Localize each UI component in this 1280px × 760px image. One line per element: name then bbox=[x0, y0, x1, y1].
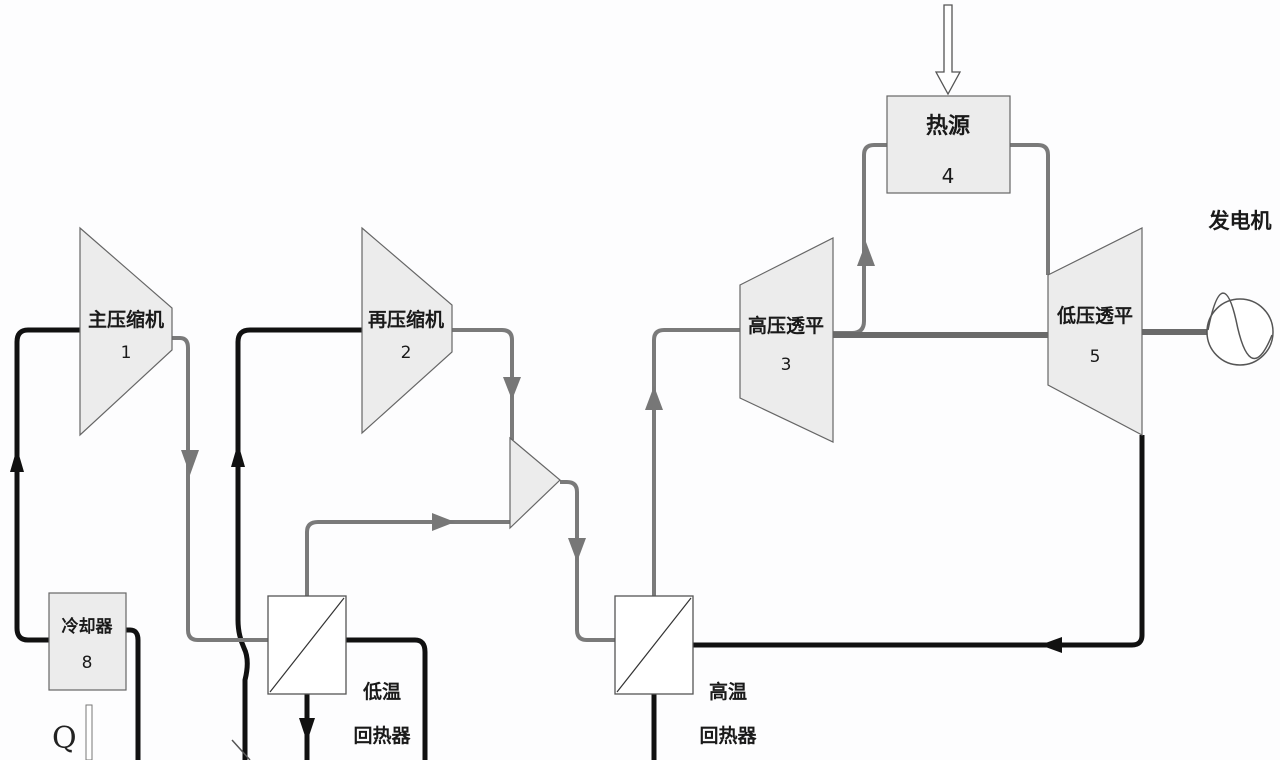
cold-streams bbox=[10, 327, 1145, 760]
ht-recuperator-to-hp-turbine-pipe bbox=[652, 328, 740, 596]
main-compressor-number: 1 bbox=[121, 343, 132, 363]
mixer-to-ht-recuperator-pipe bbox=[560, 480, 615, 642]
recompressor-label: 再压缩机 bbox=[368, 308, 444, 331]
heat-source[interactable]: 热源 4 bbox=[886, 95, 1011, 194]
heat-source-number: 4 bbox=[942, 164, 955, 188]
cooler[interactable]: 冷却器 8 bbox=[48, 592, 127, 691]
flow-arrow-down-icon bbox=[299, 718, 315, 742]
cooler-label: 冷却器 bbox=[62, 616, 114, 637]
hp-turbine-number: 3 bbox=[781, 355, 792, 375]
heat-input-arrow-icon bbox=[934, 4, 962, 96]
ht-recuperator[interactable] bbox=[614, 595, 694, 695]
mixing-junction[interactable] bbox=[509, 436, 561, 530]
heat-rejection-arrow-icon bbox=[85, 704, 93, 760]
lt-recuperator-to-mixer-pipe bbox=[305, 520, 510, 596]
sine-wave-icon bbox=[1207, 292, 1273, 360]
lp-turbine[interactable]: 低压透平 5 bbox=[1047, 227, 1143, 436]
lt-recuperator[interactable] bbox=[267, 595, 347, 695]
heat-rejection-label: Q bbox=[52, 721, 77, 756]
lt-recuperator-hot-outlet-pipe bbox=[346, 637, 428, 760]
recompressor-inlet-pipe bbox=[235, 327, 362, 760]
main-compressor[interactable]: 主压缩机 1 bbox=[79, 226, 173, 437]
recompressor[interactable]: 再压缩机 2 bbox=[361, 226, 453, 435]
heat-source-to-lp-turbine-pipe bbox=[1010, 143, 1050, 275]
flow-arrow-down-icon bbox=[503, 377, 521, 400]
recompressor-outlet-pipe bbox=[452, 328, 514, 440]
ht-recuperator-label-line1: 高温 bbox=[709, 680, 747, 703]
partial-component-edge bbox=[231, 739, 251, 760]
hp-turbine-label: 高压透平 bbox=[748, 314, 824, 337]
lp-turbine-exhaust-pipe bbox=[693, 435, 1145, 648]
generator[interactable] bbox=[1206, 292, 1274, 366]
lt-recuperator-label-line2: 回热器 bbox=[353, 724, 411, 747]
flow-arrow-down-icon bbox=[181, 450, 199, 475]
cooler-inlet-pipe bbox=[126, 627, 141, 760]
flow-arrow-up-icon bbox=[10, 448, 24, 472]
flow-arrow-left-icon bbox=[1040, 637, 1062, 653]
flow-arrow-up-icon bbox=[231, 443, 245, 467]
ht-recuperator-label-line2: 回热器 bbox=[699, 724, 757, 747]
flow-arrow-right-icon bbox=[432, 513, 455, 531]
flow-arrow-up-icon bbox=[857, 242, 875, 266]
lp-turbine-label: 低压透平 bbox=[1056, 304, 1133, 327]
main-compressor-label: 主压缩机 bbox=[88, 308, 164, 331]
lp-turbine-number: 5 bbox=[1090, 347, 1101, 367]
hp-turbine[interactable]: 高压透平 3 bbox=[739, 237, 834, 443]
hot-streams bbox=[172, 143, 1208, 642]
lt-recuperator-label-line1: 低温 bbox=[362, 680, 401, 703]
flow-arrow-down-icon bbox=[568, 538, 586, 562]
generator-label: 发电机 bbox=[1208, 209, 1272, 233]
heat-source-label: 热源 bbox=[926, 113, 970, 139]
recompressor-number: 2 bbox=[401, 343, 412, 363]
cooler-number: 8 bbox=[82, 653, 93, 673]
flow-arrow-up-icon bbox=[645, 386, 663, 410]
main-compressor-outlet-pipe bbox=[172, 336, 268, 642]
hp-turbine-to-heat-source-pipe bbox=[833, 143, 887, 335]
cooler-to-main-compressor-pipe bbox=[14, 327, 80, 643]
